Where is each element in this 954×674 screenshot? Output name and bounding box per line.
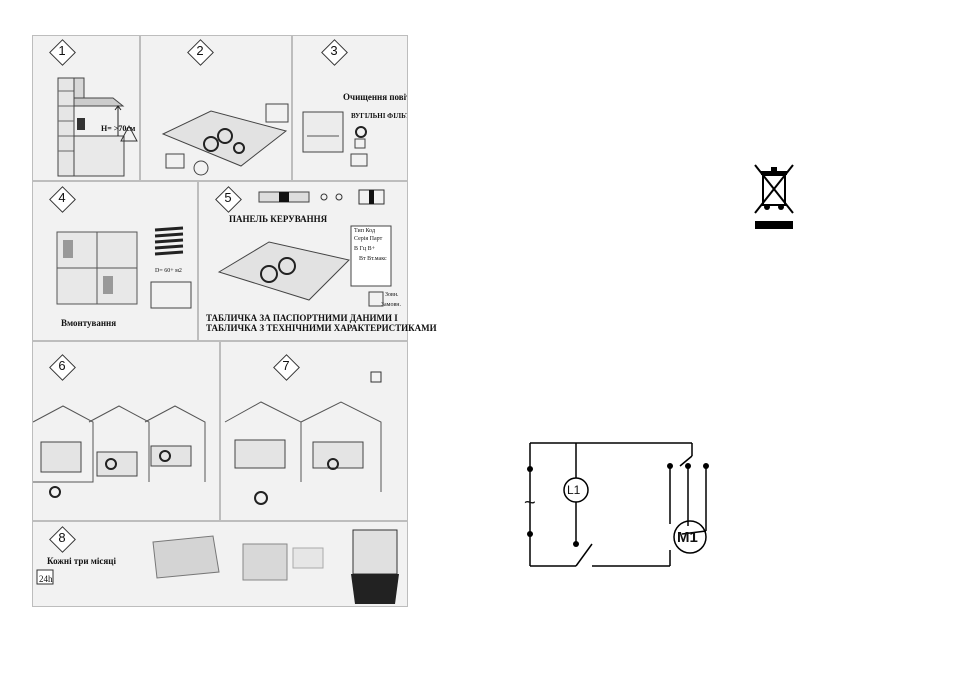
step-2-panel: 2 — [140, 35, 292, 181]
step-7-panel: 7 — [220, 341, 408, 521]
mounting-diagram — [56, 226, 192, 309]
step-3-panel: 3 Очищення повітря ВУГІЛЬНІ ФІЛЬТРИ — [292, 35, 408, 181]
motor-label: M1 — [677, 529, 698, 546]
step-5-badge: 5 — [215, 186, 242, 213]
step-1-badge: 1 — [49, 39, 76, 66]
plate-row-2: Серія Парт — [354, 236, 383, 242]
maintenance-diagram — [36, 529, 399, 604]
step-7-badge: 7 — [273, 354, 300, 381]
every-three-months-label: Кожні три місяці — [47, 556, 116, 566]
filter-diagram — [302, 111, 368, 167]
step-5-panel: 5 ПАНЕЛЬ КЕРУВАННЯ Тип Код Серія Парт В … — [198, 181, 408, 341]
wiring-diagram — [527, 442, 709, 567]
hob-top-view-diagram — [161, 103, 289, 176]
mounting-label: Вмонтування — [61, 318, 117, 328]
step-8-badge: 8 — [49, 526, 76, 553]
ac-symbol: ~ — [524, 492, 536, 514]
plate-row-6: Замовн. — [381, 302, 402, 308]
plate-row-3: В Гц В+ — [354, 246, 376, 252]
plate-row-4: Вт Вт.макс — [359, 256, 387, 262]
plate-row-5: Зовн. — [385, 292, 399, 298]
control-panel-label: ПАНЕЛЬ КЕРУВАННЯ — [229, 214, 328, 224]
step-1-panel: 1 H= >70см — [32, 35, 140, 181]
step-4-panel: 4 D= 60+ м2 Вмонтування — [32, 181, 198, 341]
weee-bin-icon — [754, 164, 794, 229]
step-6-badge: 6 — [49, 354, 76, 381]
hours-label: 24h — [39, 574, 53, 584]
nameplate-label-2: ТАБЛИЧКА З ТЕХНІЧНИМИ ХАРАКТЕРИСТИКАМИ — [206, 323, 437, 333]
installation-sequence-diagram — [33, 405, 206, 498]
air-cleaning-label: Очищення повітря — [343, 92, 407, 102]
step-2-badge: 2 — [187, 39, 214, 66]
lamp-label: L1 — [567, 483, 581, 497]
step-3-badge: 3 — [321, 39, 348, 66]
step-4-badge: 4 — [49, 186, 76, 213]
distance-label: D= 60+ м2 — [155, 268, 182, 274]
plate-row-1: Тип Код — [354, 228, 376, 234]
hood-height-diagram — [57, 77, 138, 177]
control-panel-diagram — [217, 189, 392, 307]
min-height-label: H= >70см — [101, 124, 136, 133]
carbon-filters-label: ВУГІЛЬНІ ФІЛЬТРИ — [351, 112, 407, 120]
step-8-panel: 8 Кожні три місяці 24h — [32, 521, 408, 607]
step-6-panel: 6 — [32, 341, 220, 521]
final-installation-diagram — [224, 371, 382, 505]
nameplate-label-1: ТАБЛИЧКА ЗА ПАСПОРТНИМИ ДАНИМИ І — [206, 313, 398, 323]
installation-instructions-sheet: 1 H= >70см 2 3 Очи — [32, 35, 437, 607]
